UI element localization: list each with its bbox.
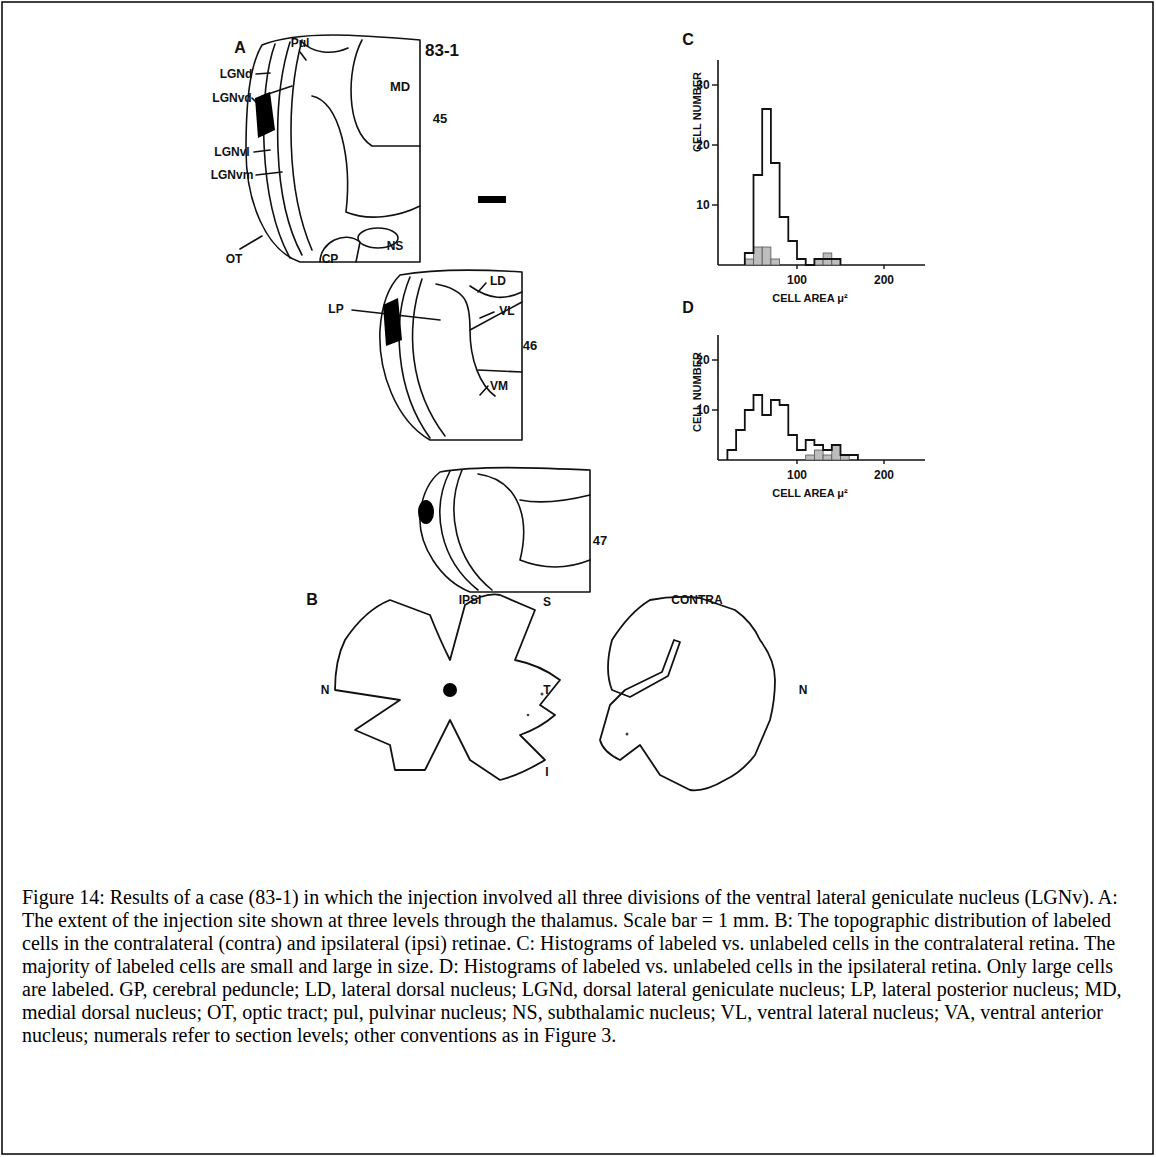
tick bbox=[796, 265, 797, 269]
tick bbox=[712, 409, 718, 410]
figure-label: LP bbox=[328, 303, 343, 315]
figure-label: VL bbox=[499, 305, 514, 317]
figure-label: 100 bbox=[787, 469, 807, 481]
labeled-bar bbox=[771, 259, 780, 265]
figure-label: LGNvl bbox=[214, 146, 249, 158]
y-axis bbox=[717, 60, 719, 265]
figure-label: N bbox=[799, 684, 808, 696]
histogram-outline bbox=[727, 395, 858, 460]
figure-label: S bbox=[543, 596, 551, 608]
injection-sites bbox=[255, 92, 434, 524]
figure-label: N bbox=[321, 684, 330, 696]
figure-label: CP bbox=[322, 253, 339, 265]
tick bbox=[796, 460, 797, 464]
figure-label: T bbox=[543, 684, 550, 696]
figure-label: CONTRA bbox=[671, 594, 722, 606]
histograms bbox=[712, 60, 925, 464]
figure-label: LGNvm bbox=[211, 169, 254, 181]
figure-label: 83-1 bbox=[425, 42, 459, 59]
histogram-outline bbox=[745, 109, 841, 265]
figure-label: 30 bbox=[696, 79, 709, 91]
figure-label: 20 bbox=[696, 139, 709, 151]
tick bbox=[712, 84, 718, 85]
tick bbox=[712, 144, 718, 145]
tick bbox=[712, 204, 718, 205]
labeled-bar bbox=[762, 247, 771, 265]
figure-label: LGNvd bbox=[212, 92, 251, 104]
figure-label: CELL AREA μ² bbox=[772, 488, 847, 499]
labeled-bar bbox=[832, 445, 841, 460]
labeled-bar bbox=[823, 455, 832, 460]
figure-label: 45 bbox=[433, 112, 447, 125]
labeled-bar bbox=[814, 450, 823, 460]
scale-bar bbox=[478, 196, 506, 203]
figure-label: OT bbox=[226, 253, 243, 265]
optic-disc bbox=[443, 683, 457, 697]
figure-label: VM bbox=[490, 380, 508, 392]
figure-label: 46 bbox=[523, 339, 537, 352]
brain-sections bbox=[240, 35, 590, 592]
figure-label: C bbox=[682, 32, 694, 48]
retina-outlines bbox=[335, 594, 775, 790]
figure-label: A bbox=[234, 40, 246, 56]
figure-label: D bbox=[682, 300, 694, 316]
tick bbox=[712, 359, 718, 360]
figure-label: 10 bbox=[696, 199, 709, 211]
figure-label: 47 bbox=[593, 534, 607, 547]
tick bbox=[883, 265, 884, 269]
labeled-cell-dots bbox=[527, 693, 629, 736]
figure-label: MD bbox=[390, 80, 410, 93]
figure-caption: Figure 14: Results of a case (83-1) in w… bbox=[22, 886, 1134, 1047]
labeled-bar bbox=[754, 247, 763, 265]
figure-label: I bbox=[545, 766, 548, 778]
figure-label: NS bbox=[387, 240, 404, 252]
figure-label: 200 bbox=[874, 469, 894, 481]
y-axis bbox=[717, 335, 719, 460]
figure-label: LD bbox=[490, 275, 506, 287]
figure-label: 10 bbox=[696, 404, 709, 416]
figure-label: Pul bbox=[291, 37, 310, 49]
figure-label: B bbox=[306, 592, 318, 608]
labeled-bar bbox=[745, 259, 754, 265]
figure-label: 20 bbox=[696, 354, 709, 366]
figure-label: IPSI bbox=[459, 594, 482, 606]
labeled-bar bbox=[806, 455, 815, 460]
figure-label: 200 bbox=[874, 274, 894, 286]
figure-label: LGNd bbox=[220, 68, 253, 80]
tick bbox=[883, 460, 884, 464]
figure-label: 100 bbox=[787, 274, 807, 286]
figure-label: CELL AREA μ² bbox=[772, 293, 847, 304]
